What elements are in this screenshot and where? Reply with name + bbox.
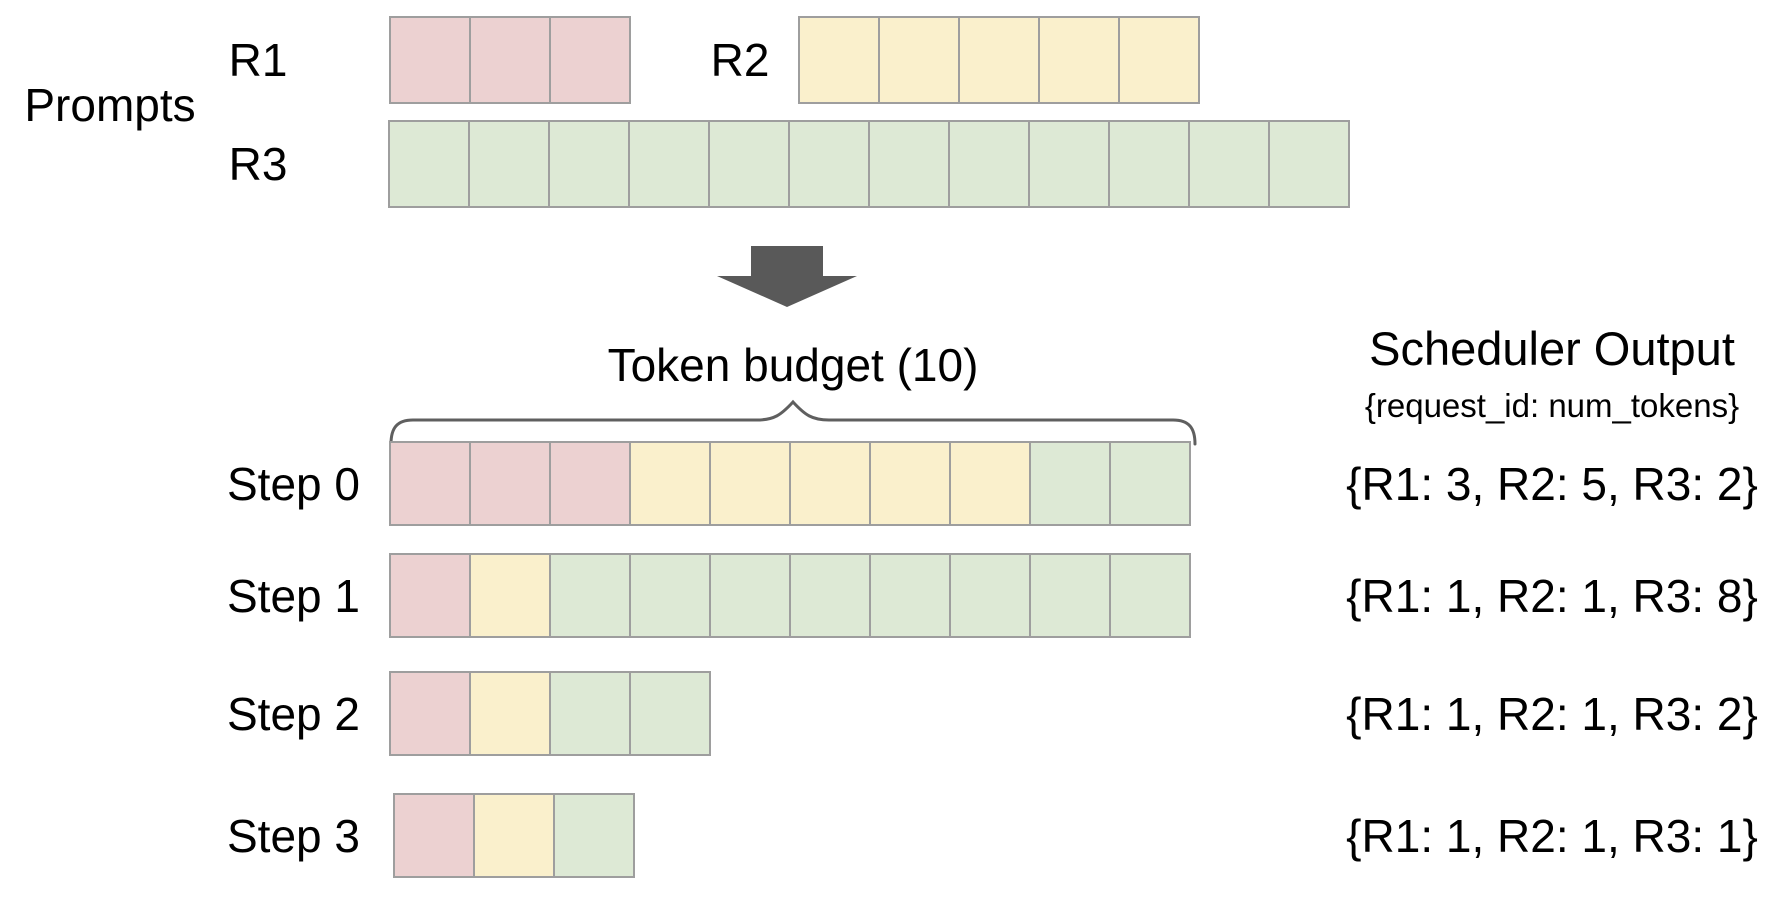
r2-token-cell [869,441,951,526]
r1-prompt-token-row [389,16,631,104]
step-row: Step 0 [0,441,1788,526]
r3-prompt-token-row [388,120,1350,208]
r2-token-cell [1038,16,1120,104]
r2-token-cell [709,441,791,526]
r1-token-cell [389,671,471,756]
r1-token-cell [549,441,631,526]
step-label: Step 2 [227,687,360,740]
scheduler-output-line: {R1: 3, R2: 5, R3: 2} [1346,457,1758,510]
r2-token-cell [473,793,555,878]
r3-token-cell [1029,553,1111,638]
r3-token-cell [788,120,870,208]
step-label: Step 0 [227,457,360,510]
request-r1-label: R1 [228,34,288,86]
r3-token-cell [1029,441,1111,526]
prompts-section-label: Prompts [24,79,196,131]
r3-token-cell [468,120,550,208]
r1-token-cell [389,553,471,638]
r3-token-cell [388,120,470,208]
step-row: Step 2 [0,671,1788,756]
step-label: Step 3 [227,809,360,862]
step-token-row [389,671,711,756]
r3-token-cell [948,120,1030,208]
step-token-row [393,793,635,878]
r3-token-cell [1109,553,1191,638]
r3-token-cell [789,553,871,638]
r3-token-cell [709,553,791,638]
r1-token-cell [389,16,471,104]
r3-token-cell [549,553,631,638]
r2-prompt-token-row [798,16,1200,104]
step-token-row [389,441,1191,526]
curly-brace-icon [389,399,1197,446]
r1-token-cell [469,16,551,104]
r3-token-cell [708,120,790,208]
scheduler-output-subtitle: {request_id: num_tokens} [1364,387,1740,424]
request-r3-label: R3 [228,138,288,190]
r3-token-cell [628,120,710,208]
r3-token-cell [868,120,950,208]
r2-token-cell [629,441,711,526]
r2-token-cell [1118,16,1200,104]
r3-token-cell [869,553,951,638]
r2-token-cell [798,16,880,104]
r1-token-cell [469,441,551,526]
scheduler-output-title: Scheduler Output [1369,321,1735,375]
r3-token-cell [548,120,630,208]
r2-token-cell [789,441,871,526]
step-token-row [389,553,1191,638]
down-arrow-icon [717,246,857,307]
r3-token-cell [629,671,711,756]
r3-token-cell [1028,120,1110,208]
r3-token-cell [1268,120,1350,208]
request-r2-label: R2 [710,34,770,86]
scheduler-output-line: {R1: 1, R2: 1, R3: 2} [1346,687,1758,740]
r1-token-cell [393,793,475,878]
r1-token-cell [389,441,471,526]
r3-token-cell [1108,120,1190,208]
r2-token-cell [469,671,551,756]
r3-token-cell [1188,120,1270,208]
r3-token-cell [949,553,1031,638]
r2-token-cell [878,16,960,104]
token-budget-label: Token budget (10) [607,339,979,391]
r3-token-cell [553,793,635,878]
r3-token-cell [629,553,711,638]
r2-token-cell [469,553,551,638]
step-label: Step 1 [227,569,360,622]
scheduler-output-line: {R1: 1, R2: 1, R3: 1} [1346,809,1758,862]
r3-token-cell [549,671,631,756]
r2-token-cell [958,16,1040,104]
step-row: Step 1 [0,553,1788,638]
r3-token-cell [1109,441,1191,526]
r2-token-cell [949,441,1031,526]
scheduler-output-line: {R1: 1, R2: 1, R3: 8} [1346,569,1758,622]
r1-token-cell [549,16,631,104]
step-row: Step 3 [0,793,1788,878]
